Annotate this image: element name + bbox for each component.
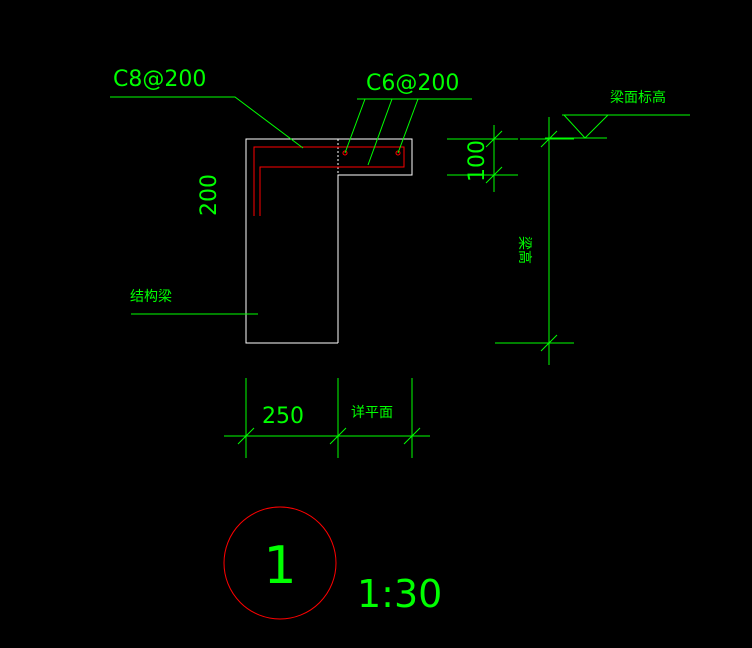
rebar-dot-left [342, 150, 348, 156]
dim-tick-beam-bottom [540, 334, 558, 352]
label-distribution: C6@200 [366, 71, 459, 96]
leader-dist-1 [344, 98, 366, 154]
label-scale: 1:30 [357, 572, 442, 616]
label-dim-top: 100 [465, 140, 490, 182]
bottom-dimensions [224, 378, 430, 458]
dim-tick-mid [329, 427, 347, 445]
elevation-symbol [545, 114, 690, 139]
dim-tick-100-bottom [485, 166, 503, 184]
stirrup-bar [253, 146, 405, 216]
dim-tick-right [403, 427, 421, 445]
dim-tick-left [237, 427, 255, 445]
dim-tick-100-top [485, 130, 503, 148]
label-beam-top: 梁面标高 [610, 89, 666, 106]
annotations: C8@200 C6@200 梁面标高 结构梁 200 100 梁高 250 详平… [113, 67, 666, 616]
label-detail-no: 1 [263, 536, 296, 596]
rebar-dot-right [395, 150, 401, 156]
rebar [253, 146, 405, 216]
beam-outline [245, 138, 413, 344]
label-see-plan: 详平面 [351, 405, 393, 421]
label-dim-width: 250 [262, 404, 304, 429]
label-structural-beam: 结构梁 [130, 289, 172, 305]
detail-marker-circle [223, 506, 337, 620]
leader-stirrup [110, 96, 304, 149]
dim-tick-beam-top [540, 130, 558, 148]
right-dimensions [447, 117, 574, 365]
label-dim-side: 梁高 [516, 236, 533, 264]
label-dim-height: 200 [197, 174, 222, 216]
elevation-triangle-shape [563, 114, 609, 139]
leader-dist-3 [397, 98, 419, 154]
leaders [110, 96, 472, 315]
concrete-outline [245, 138, 413, 344]
label-stirrup: C8@200 [113, 67, 206, 92]
leader-dist-2 [367, 98, 393, 166]
